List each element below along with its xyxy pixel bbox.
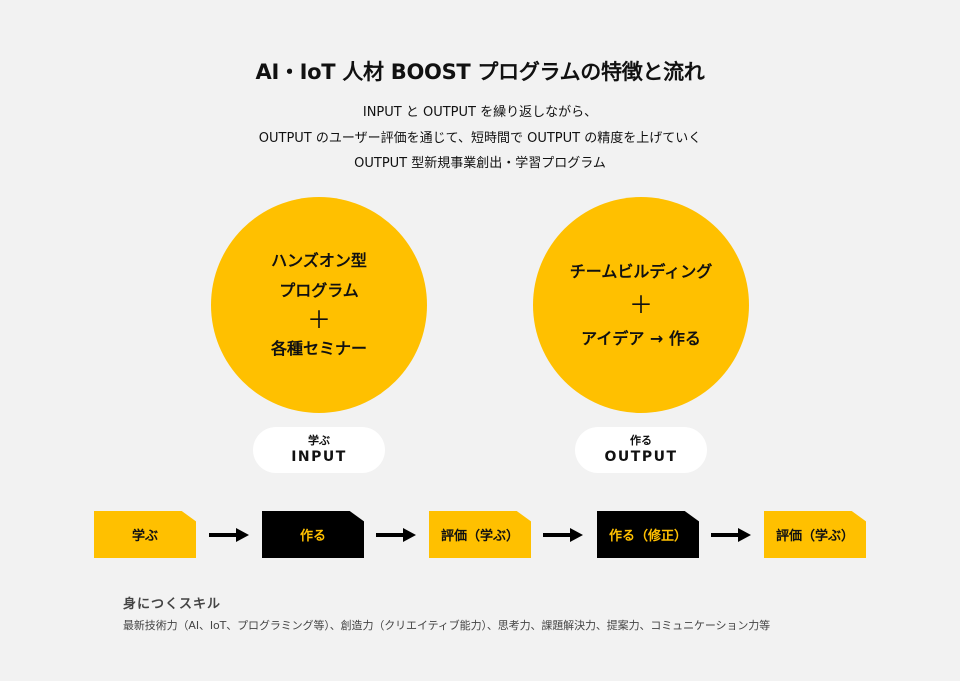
plus-icon: ＋ (629, 291, 653, 319)
flow-step-learn: 学ぶ (94, 511, 196, 558)
input-circle: ハンズオン型 プログラム ＋ 各種セミナー (211, 197, 427, 413)
circle-left-after: 各種セミナー (270, 339, 367, 358)
subtitle: INPUT と OUTPUT を繰り返しながら、 OUTPUT のユーザー評価を… (0, 100, 960, 177)
subtitle-line-2: OUTPUT のユーザー評価を通じて、短時間で OUTPUT の精度を上げていく (258, 130, 702, 146)
flow-step-revise: 作る（修正） (597, 511, 699, 558)
output-pill-small: 作る (630, 434, 652, 447)
circle-right-after: アイデア → 作る (581, 329, 701, 348)
circle-left-line-1: ハンズオン型 (271, 251, 367, 270)
input-pill-small: 学ぶ (308, 434, 330, 447)
right-arrow-icon (376, 528, 416, 542)
flow-step-make: 作る (262, 511, 364, 558)
subtitle-line-3: OUTPUT 型新規事業創出・学習プログラム (354, 156, 606, 171)
output-pill-big: OUTPUT (604, 449, 678, 465)
circle-left-line-2: プログラム (279, 281, 359, 300)
flow-step-evaluate: 評価（学ぶ） (429, 511, 531, 558)
output-pill: 作る OUTPUT (575, 427, 707, 473)
right-arrow-icon (543, 528, 583, 542)
input-pill: 学ぶ INPUT (253, 427, 385, 473)
right-arrow-icon (209, 528, 249, 542)
output-circle: チームビルディング ＋ アイデア → 作る (533, 197, 749, 413)
flow-step-evaluate-2: 評価（学ぶ） (764, 511, 866, 558)
page-title: AI・IoT 人材 BOOST プログラムの特徴と流れ (255, 60, 705, 84)
input-pill-big: INPUT (291, 449, 347, 465)
right-arrow-icon (711, 528, 751, 542)
skills-description: 最新技術力（AI、IoT、プログラミング等）、創造力（クリエイティブ能力）、思考… (123, 619, 771, 632)
circle-right-line-1: チームビルディング (569, 262, 713, 281)
skills-heading: 身につくスキル (123, 597, 222, 612)
plus-icon: ＋ (307, 306, 331, 334)
subtitle-line-1: INPUT と OUTPUT を繰り返しながら、 (362, 105, 598, 120)
